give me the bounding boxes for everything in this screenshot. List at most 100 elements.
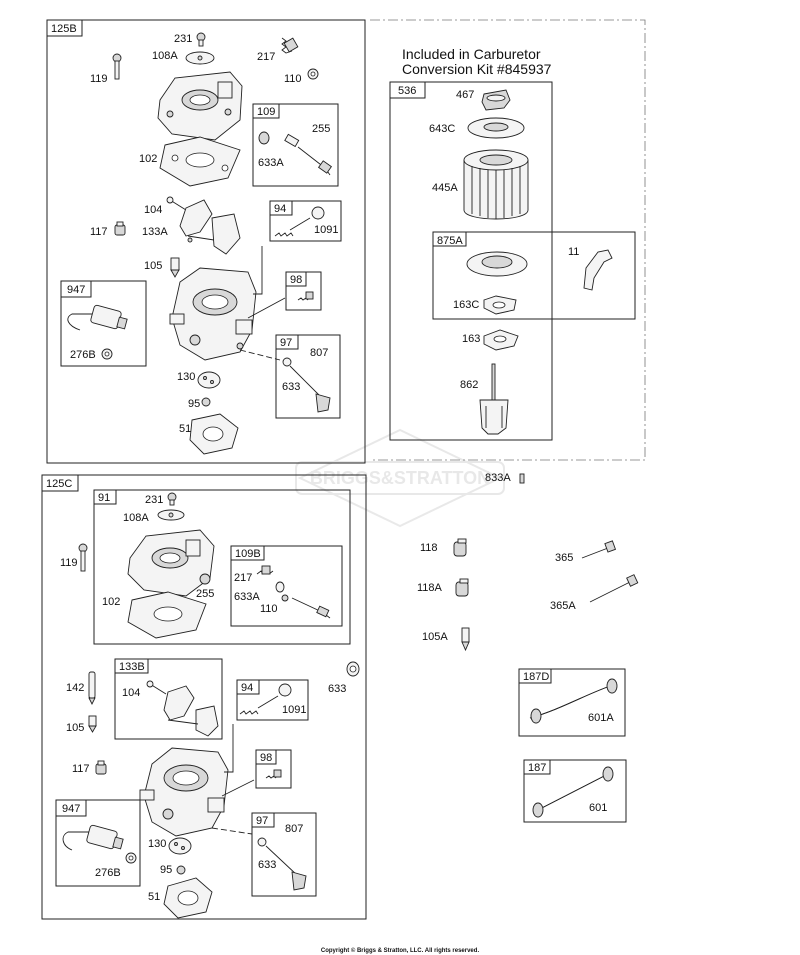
bushing-633A[interactable] <box>258 131 270 145</box>
cover-643C[interactable] <box>467 117 525 139</box>
bolt-365A[interactable] <box>589 574 639 603</box>
bolt-365[interactable] <box>581 540 617 559</box>
breather-tube-11[interactable] <box>583 249 613 291</box>
washer-110[interactable] <box>307 68 319 80</box>
spring-217[interactable] <box>281 37 299 54</box>
carburetor-upper-body[interactable] <box>157 71 243 141</box>
throttle-shaft-255[interactable] <box>284 133 333 176</box>
idle-screw-1091-bottom[interactable] <box>239 683 292 715</box>
screw-231-bottom[interactable] <box>167 492 177 506</box>
gasket-163[interactable] <box>483 329 519 351</box>
label-1091-top: 1091 <box>314 224 338 236</box>
label-633-top: 633 <box>282 381 300 393</box>
box-label-125C: 125C <box>46 478 72 490</box>
box-label-875A: 875A <box>437 235 463 247</box>
box-label-94-bottom: 94 <box>241 682 253 694</box>
gasket-163C[interactable] <box>483 295 517 315</box>
bushing-633-bottom[interactable] <box>346 661 360 677</box>
carburetor-main-body-top[interactable] <box>169 267 257 361</box>
box-label-109: 109 <box>257 106 275 118</box>
screw-119[interactable] <box>112 53 122 80</box>
gasket-108A-bottom[interactable] <box>157 509 185 521</box>
throttle-shaft-109B[interactable] <box>291 597 331 619</box>
gasket-130-bottom[interactable] <box>168 837 192 855</box>
box-94-bottom: 94 <box>236 679 309 721</box>
label-133A: 133A <box>142 226 168 238</box>
label-110-bottom: 110 <box>260 603 278 615</box>
label-255-top: 255 <box>312 123 330 135</box>
gasket-130-top[interactable] <box>197 371 221 389</box>
label-104-top: 104 <box>144 204 162 216</box>
float-133B[interactable] <box>163 685 219 737</box>
box-125B: 125B 109 <box>46 19 366 464</box>
screw-98-top[interactable] <box>297 291 314 301</box>
gasket-51-top[interactable] <box>189 413 239 455</box>
label-255-bottom: 255 <box>196 588 214 600</box>
tube-187[interactable] <box>532 766 614 818</box>
plug-117[interactable] <box>114 221 126 236</box>
plug-117-bottom[interactable] <box>95 760 107 775</box>
box-label-125B: 125B <box>51 23 77 35</box>
carburetor-main-body-bottom[interactable] <box>139 747 229 837</box>
box-label-187: 187 <box>528 762 546 774</box>
gasket-102-bottom[interactable] <box>127 591 207 639</box>
box-label-187D: 187D <box>523 671 549 683</box>
washer-276B-bottom[interactable] <box>125 852 137 864</box>
watermark-text: BRIGGS&STRATTON <box>310 468 490 488</box>
jet-105-bottom[interactable] <box>88 715 97 733</box>
box-label-109B: 109B <box>235 548 261 560</box>
box-109: 109 <box>252 103 339 187</box>
label-105A: 105A <box>422 631 448 643</box>
label-807-top: 807 <box>310 347 328 359</box>
screw-98-bottom[interactable] <box>265 769 282 779</box>
bushing-255-bottom[interactable] <box>199 573 211 585</box>
float-133A[interactable] <box>179 199 241 255</box>
label-102-bottom: 102 <box>102 596 120 608</box>
gasket-102[interactable] <box>159 136 241 187</box>
label-117-bottom: 117 <box>72 763 90 775</box>
washer-110-bottom[interactable] <box>281 594 289 602</box>
spring-217-bottom[interactable] <box>256 565 274 575</box>
box-98-top: 98 <box>285 271 322 311</box>
screw-119-bottom[interactable] <box>78 543 88 572</box>
label-276B-top: 276B <box>70 349 96 361</box>
bracket-862[interactable] <box>479 363 509 435</box>
choke-shaft-807-bottom[interactable] <box>257 837 307 891</box>
label-633A-bottom: 633A <box>234 591 260 603</box>
plug-118[interactable] <box>453 538 467 557</box>
box-label-98-top: 98 <box>290 274 302 286</box>
tube-142[interactable] <box>88 671 96 706</box>
filter-445A[interactable] <box>463 149 529 220</box>
knob-467[interactable] <box>481 89 511 111</box>
label-130-bottom: 130 <box>148 838 166 850</box>
watermark-logo: BRIGGS&STRATTON <box>295 428 505 528</box>
tube-187D[interactable] <box>529 678 618 724</box>
label-601: 601 <box>589 802 607 814</box>
gasket-51-bottom[interactable] <box>163 877 213 919</box>
pin-104-bottom[interactable] <box>146 680 167 695</box>
box-label-133B: 133B <box>119 661 145 673</box>
pin-104[interactable] <box>166 196 187 211</box>
solenoid-947-bottom[interactable] <box>62 824 124 851</box>
screw-231[interactable] <box>196 32 206 47</box>
screw-95-bottom[interactable] <box>176 865 186 875</box>
jet-105A[interactable] <box>461 627 470 652</box>
label-833A: 833A <box>485 472 511 484</box>
copyright-text: Copyright © Briggs & Stratton, LLC. All … <box>321 947 480 954</box>
box-133B: 133B <box>114 658 223 740</box>
plug-118A[interactable] <box>455 578 469 597</box>
base-875A[interactable] <box>466 251 528 277</box>
solenoid-947-top[interactable] <box>67 304 128 331</box>
screw-95-top[interactable] <box>201 397 211 407</box>
label-11: 11 <box>568 246 579 258</box>
idle-screw-1091[interactable] <box>274 206 325 237</box>
choke-shaft-807-top[interactable] <box>282 357 331 413</box>
carburetor-upper-body-bottom[interactable] <box>127 529 215 597</box>
washer-276B-top[interactable] <box>101 348 113 360</box>
gasket-108A[interactable] <box>185 51 215 65</box>
bushing-633A-bottom[interactable] <box>275 581 285 593</box>
fitting-833A[interactable] <box>519 473 525 484</box>
jet-105[interactable] <box>170 257 180 278</box>
box-label-97-bottom: 97 <box>256 815 268 827</box>
